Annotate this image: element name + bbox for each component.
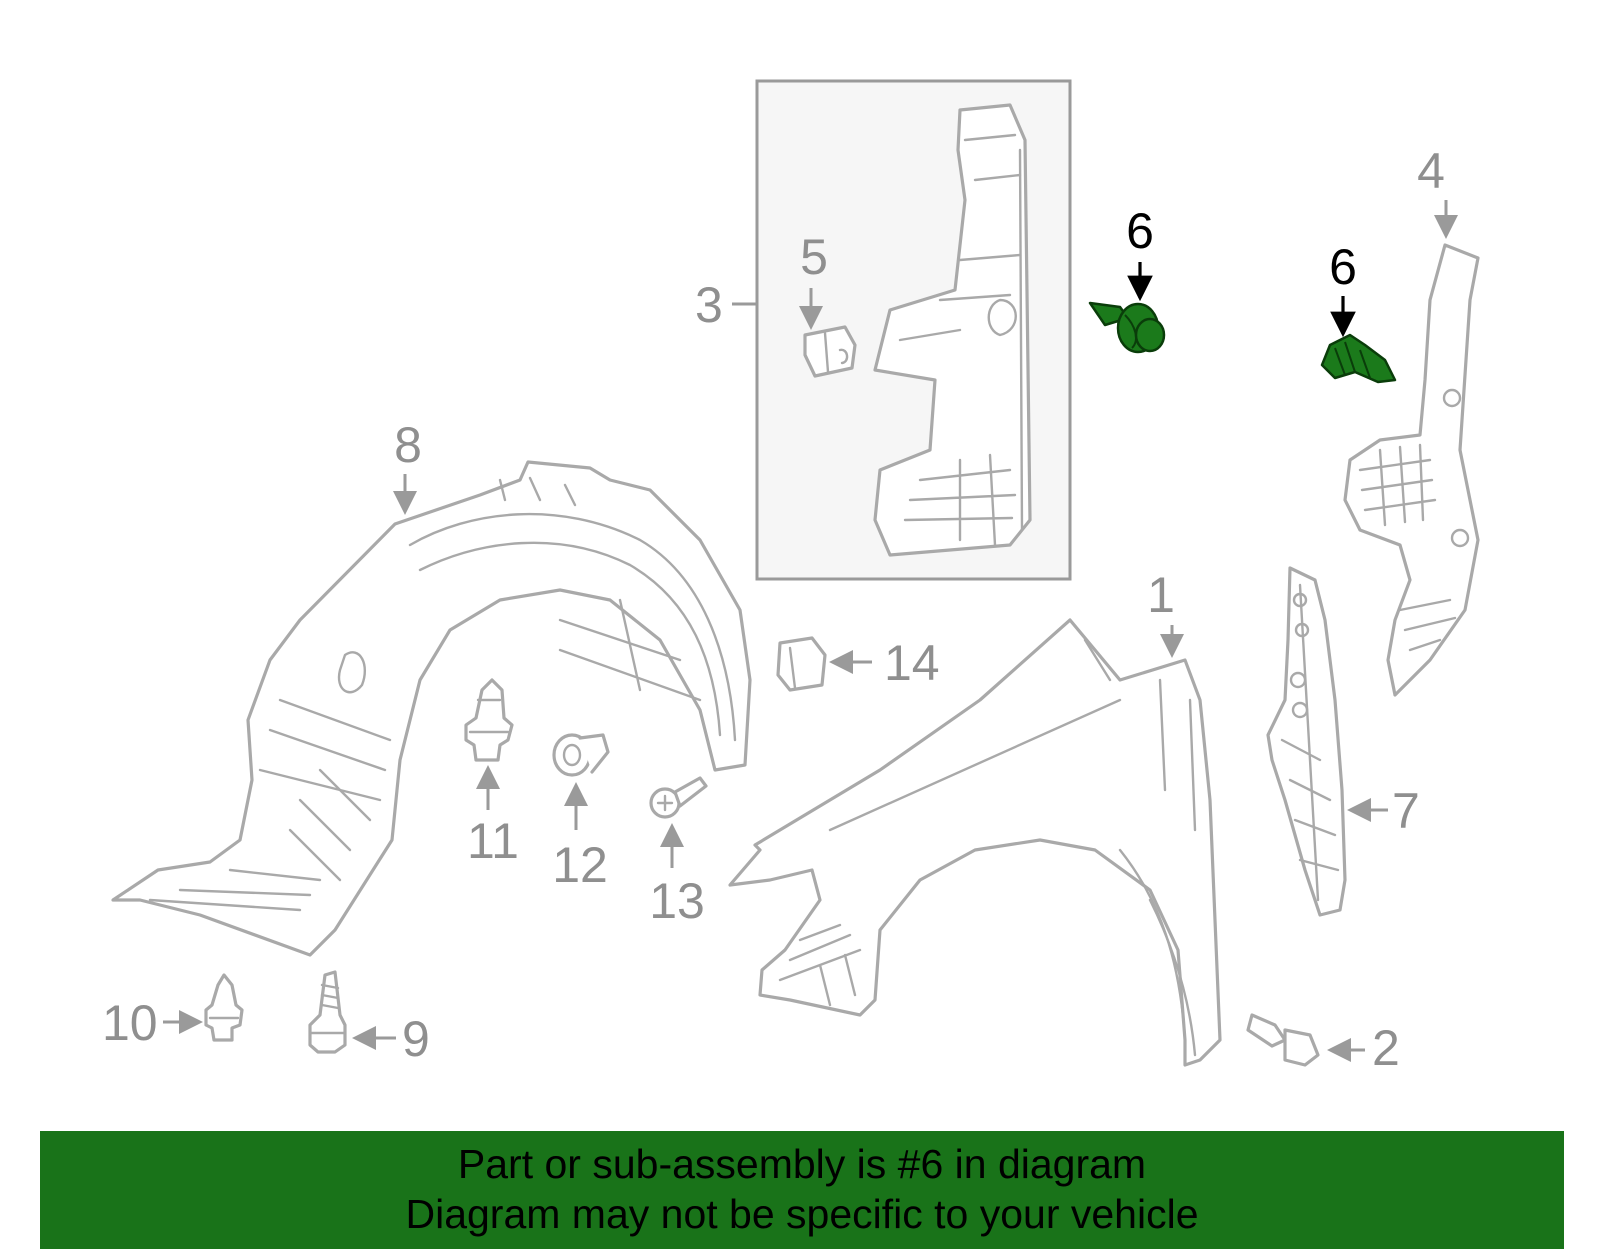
callout-3: 3 (695, 277, 757, 333)
part-1-fender (728, 618, 1222, 1067)
part-6-clip-highlighted-2 (1320, 333, 1397, 384)
callout-6-highlighted-2: 6 (1329, 239, 1357, 338)
svg-text:6: 6 (1329, 239, 1357, 295)
banner-line-disclaimer: Diagram may not be specific to your vehi… (405, 1191, 1199, 1237)
part-14-clip (776, 636, 827, 692)
callout-14: 14 (829, 635, 940, 691)
part-13-screw (649, 776, 708, 819)
svg-text:2: 2 (1372, 1020, 1400, 1076)
svg-text:10: 10 (102, 995, 158, 1051)
callout-9: 9 (352, 1011, 430, 1067)
part-10-clip (204, 973, 244, 1042)
svg-text:13: 13 (649, 873, 705, 929)
callout-11: 11 (467, 765, 519, 869)
svg-text:1: 1 (1147, 567, 1175, 623)
svg-text:4: 4 (1417, 143, 1445, 199)
part-6-clip-highlighted (1088, 301, 1166, 354)
svg-text:14: 14 (884, 635, 940, 691)
info-banner: Part or sub-assembly is #6 in diagram Di… (40, 1131, 1564, 1249)
callout-10: 10 (102, 995, 203, 1051)
svg-text:3: 3 (695, 277, 723, 333)
part-5-clip (803, 325, 857, 378)
subassembly-box-3 (755, 79, 1072, 581)
svg-text:5: 5 (800, 229, 828, 285)
part-4-bracket (1343, 243, 1480, 697)
callout-12: 12 (552, 782, 608, 893)
part-2-bolt (1246, 1013, 1320, 1067)
callout-6-highlighted: 6 (1126, 203, 1154, 302)
svg-text:6: 6 (1126, 203, 1154, 259)
callout-7: 7 (1347, 783, 1420, 839)
part-9-bolt (308, 970, 347, 1054)
banner-line-part: Part or sub-assembly is #6 in diagram (457, 1141, 1147, 1187)
callout-5: 5 (799, 229, 828, 330)
callout-1: 1 (1147, 567, 1184, 658)
part-11-clip (464, 678, 514, 762)
part-12-grommet (552, 733, 610, 777)
part-8-fender-liner (111, 460, 752, 957)
svg-text:11: 11 (467, 813, 519, 869)
callout-2: 2 (1327, 1020, 1400, 1076)
part-7-bracket (1266, 566, 1347, 917)
callout-4: 4 (1417, 143, 1458, 239)
svg-text:8: 8 (394, 417, 422, 473)
svg-text:9: 9 (402, 1011, 430, 1067)
callout-8: 8 (393, 417, 422, 515)
svg-text:7: 7 (1392, 783, 1420, 839)
svg-text:12: 12 (552, 837, 608, 893)
callout-13: 13 (649, 823, 705, 929)
